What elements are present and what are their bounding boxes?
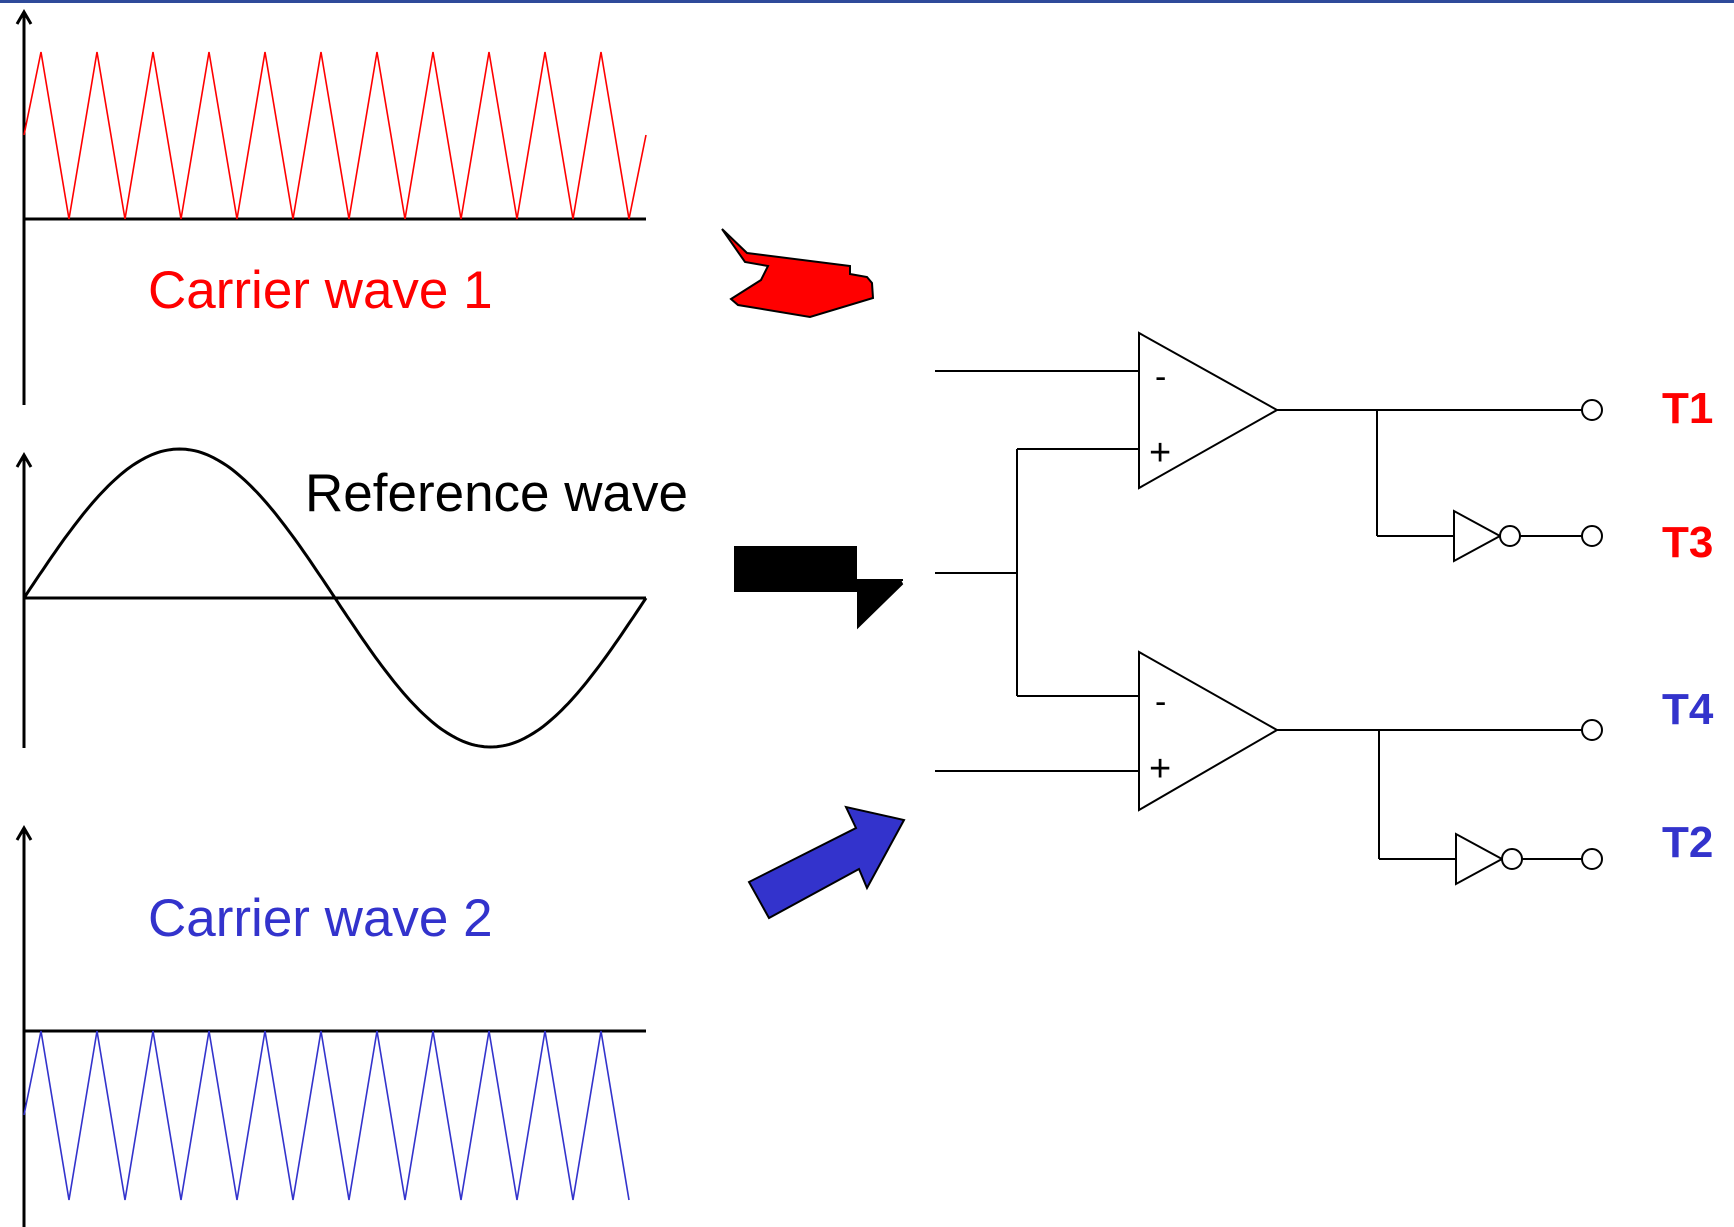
terminal-label-t3: T3 [1662,518,1714,567]
terminal-node-t1 [1581,399,1603,421]
carrier-wave-2-plot [15,825,646,1227]
reference-wave-plot [15,447,648,749]
y-axis-arrowhead-icon [15,452,33,468]
terminal-label-t1: T1 [1662,384,1714,433]
reference-wave-label: Reference wave [305,464,688,523]
terminal-node-t4 [1581,719,1603,741]
black-arrow-icon [734,546,904,630]
carrier-wave-1-label: Carrier wave 1 [148,261,493,320]
upper-plus-sign: + [1149,432,1171,474]
comparator-circuit [935,331,1603,886]
carrier-wave-2-line [23,1030,630,1201]
comparator-upper [1138,331,1280,490]
y-axis-arrowhead-icon [15,9,33,25]
comparator-lower [1138,650,1280,812]
inverter-upper [1453,509,1503,563]
inverter-lower [1455,832,1505,886]
y-axis-arrowhead-icon [15,825,33,841]
red-arrow-icon [721,228,875,319]
carrier-wave-2-label: Carrier wave 2 [148,889,493,948]
lower-plus-sign: + [1149,748,1171,790]
inverter-bubble-lower [1501,848,1523,870]
upper-minus-sign: - [1155,358,1166,396]
reference-wave-line [22,447,648,749]
carrier-wave-1-plot [15,9,647,405]
terminal-node-t2 [1581,848,1603,870]
terminal-label-t2: T2 [1662,818,1714,867]
terminal-label-t4: T4 [1662,685,1714,734]
terminal-node-t3 [1581,525,1603,547]
header-rule [0,0,1734,3]
carrier-wave-1-line [23,51,647,220]
lower-minus-sign: - [1155,683,1166,721]
blue-arrow-icon [747,805,906,920]
inverter-bubble-upper [1499,525,1521,547]
